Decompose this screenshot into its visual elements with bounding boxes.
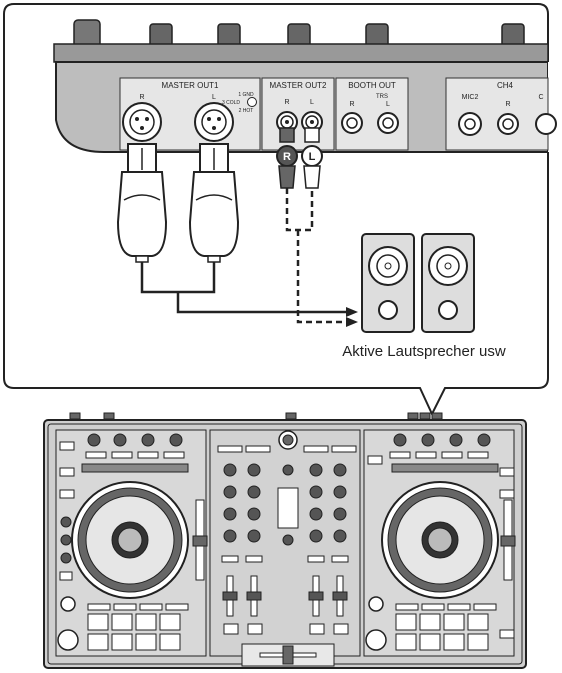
master-out2-label: MASTER OUT2 <box>270 81 327 90</box>
pin-diagram-icon <box>248 98 257 107</box>
pin-legend-cold: 3 COLD <box>222 100 240 106</box>
booth-l-label: L <box>386 101 390 108</box>
ch4-label: CH4 <box>497 81 514 90</box>
booth-trs-label: TRS <box>376 94 388 100</box>
speakers-caption: Aktive Lautsprecher usw <box>342 343 506 360</box>
trs-jack-r <box>342 113 362 133</box>
master-out1-label: MASTER OUT1 <box>162 81 219 90</box>
xlr-jack-r <box>123 103 161 141</box>
booth-r-label: R <box>349 101 354 108</box>
jog-wheel-left <box>72 482 188 598</box>
jog-wheel-right <box>382 482 498 598</box>
rca-plug-l: L <box>302 128 322 188</box>
mo1-l-label: L <box>212 94 216 101</box>
rca-plug-l-label: L <box>309 151 316 163</box>
ch4-c-label: C <box>538 94 543 101</box>
mo2-r-label: R <box>284 99 289 106</box>
mo2-l-label: L <box>310 99 314 106</box>
ch4-r-label: R <box>505 101 510 108</box>
mic2-jack <box>459 113 481 135</box>
mo1-r-label: R <box>139 94 144 101</box>
trs-jack-l <box>378 113 398 133</box>
speaker-icon <box>422 234 474 332</box>
xlr-jack-l <box>195 103 233 141</box>
controller-top-view <box>44 413 526 668</box>
pin-legend-hot: 2 HOT <box>239 108 254 114</box>
speaker-icon <box>362 234 414 332</box>
mic2-label: MIC2 <box>462 94 479 101</box>
ch4-rca-jack <box>498 114 518 134</box>
rca-plug-r-label: R <box>283 151 291 163</box>
booth-out-label: BOOTH OUT <box>348 81 396 90</box>
rca-plug-r: R <box>277 128 297 188</box>
